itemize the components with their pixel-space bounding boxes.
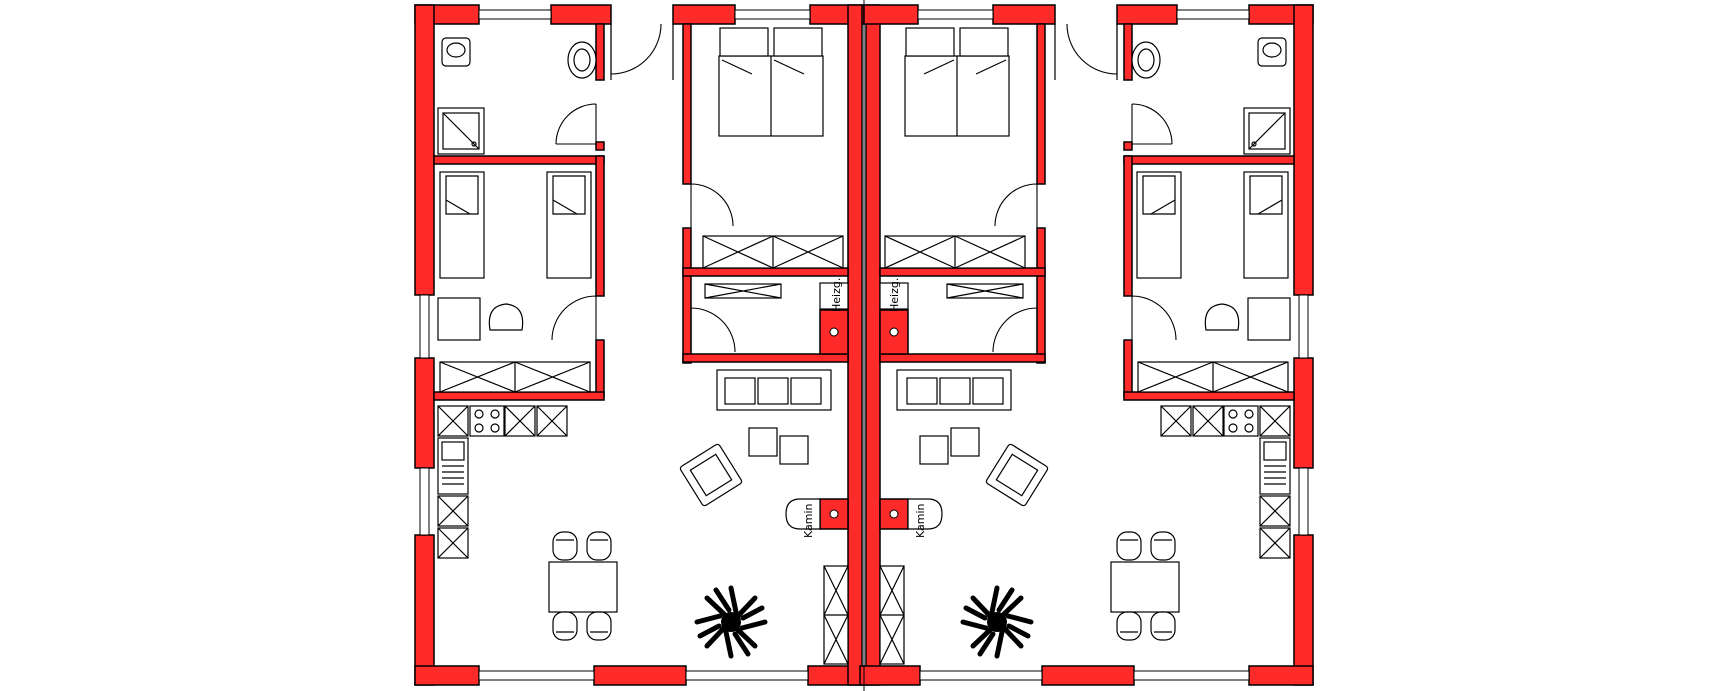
kids-door-left <box>551 295 597 341</box>
desk-left <box>437 297 481 341</box>
entry-frame-left <box>610 24 674 80</box>
armchair-right <box>985 443 1049 507</box>
sofa-right <box>896 369 1012 411</box>
bath-door-left <box>555 103 597 145</box>
heating-left: Heizg. <box>819 278 849 337</box>
kids-bed-2-left <box>546 171 592 279</box>
dining-left <box>548 531 618 641</box>
kids-door-right <box>1131 295 1177 341</box>
sink-left <box>567 41 597 79</box>
sink-right <box>1131 41 1161 79</box>
bedroom-door-left <box>690 183 734 228</box>
tall-shelf-right <box>879 565 905 665</box>
heating-label-left: Heizg. <box>830 278 843 312</box>
kids-bed-1-right <box>1243 171 1289 279</box>
kitchen-counter-top-right <box>1160 405 1291 437</box>
fireplace-label-left: Kamin <box>802 503 815 538</box>
storage-door-right <box>992 307 1038 353</box>
shower-right <box>1243 107 1291 155</box>
double-bed-right <box>904 27 1010 137</box>
ottoman-1-left <box>748 427 778 457</box>
tall-shelf-left <box>823 565 849 665</box>
storage-door-left <box>690 307 736 353</box>
entry-frame-right <box>1054 24 1118 80</box>
bath-door-right <box>1131 103 1173 145</box>
outer-walls-left <box>414 4 869 686</box>
wardrobe-bed-left <box>702 235 844 269</box>
plant-right <box>960 585 1034 659</box>
ottoman-1-right <box>950 427 980 457</box>
closet-shelf-right <box>946 283 1024 299</box>
desk-chair-right <box>1204 303 1240 331</box>
desk-chair-left <box>488 303 524 331</box>
armchair-left <box>679 443 743 507</box>
desk-right <box>1247 297 1291 341</box>
kitchen-counter-side-right <box>1259 437 1291 559</box>
inner-walls-left <box>433 23 849 530</box>
plant-left <box>694 585 768 659</box>
wardrobe-kids-right <box>1137 361 1289 393</box>
double-bed-left <box>718 27 824 137</box>
windows-right <box>917 9 1309 681</box>
sofa-left <box>716 369 832 411</box>
fireplace-label-right: Kamin <box>914 503 927 538</box>
heating-label-right: Heizg. <box>888 278 901 312</box>
kids-bed-1-left <box>439 171 485 279</box>
kitchen-counter-top-left <box>437 405 568 437</box>
closet-shelf-left <box>704 283 782 299</box>
fireplace-right <box>889 498 943 530</box>
kids-bed-2-right <box>1136 171 1182 279</box>
fireplace-left: Kamin <box>785 498 839 538</box>
bedroom-door-right <box>994 183 1038 228</box>
heating-right <box>879 282 909 337</box>
wardrobe-bed-right <box>884 235 1026 269</box>
entry-door-left <box>610 23 662 75</box>
house-left: Heizg. Kamin <box>414 4 881 686</box>
shower-left <box>437 107 485 155</box>
ottoman-2-left <box>779 435 809 465</box>
windows-left <box>419 9 811 681</box>
inner-walls-right <box>879 23 1295 530</box>
house-right <box>859 4 1314 686</box>
wardrobe-kids-left <box>439 361 591 393</box>
entry-door-right <box>1066 23 1118 75</box>
ottoman-2-right <box>919 435 949 465</box>
dining-right <box>1110 531 1180 641</box>
toilet-left <box>441 37 471 67</box>
toilet-right <box>1257 37 1287 67</box>
kitchen-counter-side-left <box>437 437 469 559</box>
